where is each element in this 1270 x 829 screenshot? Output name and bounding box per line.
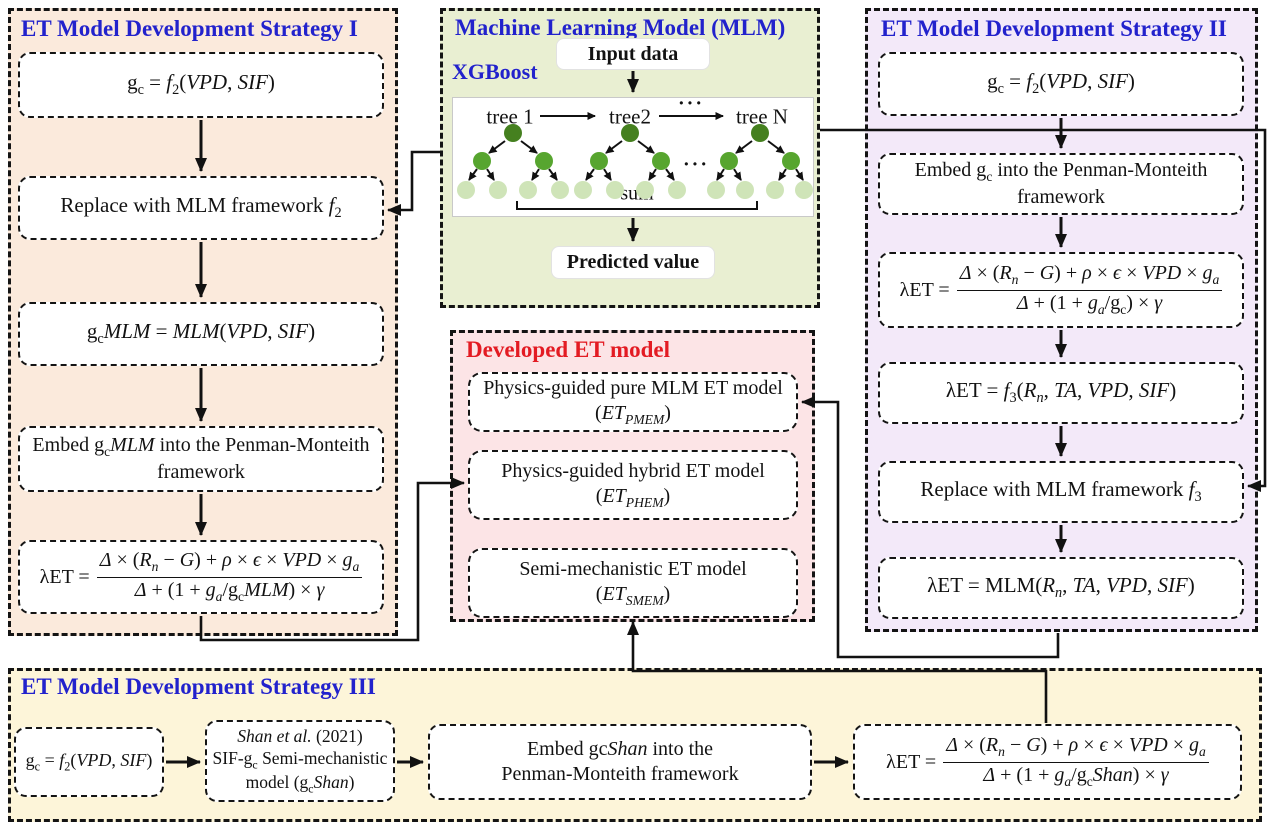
dev-box-pmem: Physics-guided pure MLM ET model (ETPMEM… bbox=[468, 372, 798, 432]
s3-shan-line3: model (gcShan) bbox=[245, 771, 355, 796]
s3-gc-equation-text: gc = f2(VPD, SIF) bbox=[25, 750, 153, 774]
dev-phem-line2: (ETPHEM) bbox=[595, 484, 671, 510]
mlm-tree1-label: tree 1 bbox=[486, 104, 534, 129]
s2-box-mlm-equation: λET = MLM(Rn, TA, VPD, SIF) bbox=[878, 557, 1244, 619]
s2-box-f3-equation: λET = f3(Rn, TA, VPD, SIF) bbox=[878, 362, 1244, 424]
dev-phem-line1: Physics-guided hybrid ET model bbox=[501, 459, 765, 482]
s1-box-embed-penman: Embed gcMLM into the Penman-Monteith fra… bbox=[18, 426, 384, 492]
mlm-predicted-value-box: Predicted value bbox=[551, 246, 715, 279]
s1-formula-denominator: Δ + (1 + ga/gcMLM) × γ bbox=[134, 578, 325, 604]
s2-replace-mlm-text: Replace with MLM framework f3 bbox=[920, 477, 1202, 506]
dev-smem-line1: Semi-mechanistic ET model bbox=[519, 557, 747, 580]
s3-shan-line2: SIF-gc Semi-mechanistic bbox=[212, 747, 388, 772]
s1-gc-equation-text: gc = f2(VPD, SIF) bbox=[127, 70, 275, 99]
s3-formula-denominator: Δ + (1 + ga/gcShan) × γ bbox=[983, 763, 1169, 789]
s2-gc-equation-text: gc = f2(VPD, SIF) bbox=[987, 69, 1135, 98]
dev-pmem-line1: Physics-guided pure MLM ET model bbox=[483, 376, 783, 399]
mlm-predicted-value-label: Predicted value bbox=[566, 251, 700, 273]
s1-formula-numerator: Δ × (Rn − G) + ρ × ϵ × VPD × ga bbox=[96, 549, 363, 578]
mlm-title: Machine Learning Model (MLM) bbox=[455, 15, 786, 40]
s2-box-penman-formula: λET = Δ × (Rn − G) + ρ × ϵ × VPD × ga Δ … bbox=[878, 252, 1244, 328]
s1-embed-line2: framework bbox=[157, 461, 245, 484]
s3-embed-line2: Penman-Monteith framework bbox=[501, 763, 739, 785]
s1-box-gcmlm-equation: gcMLM = MLM(VPD, SIF) bbox=[18, 302, 384, 366]
mlm-sum-label: sum bbox=[620, 182, 654, 205]
s2-embed-line1: Embed gc into the Penman-Monteith bbox=[914, 158, 1208, 184]
s3-box-gc-equation: gc = f2(VPD, SIF) bbox=[14, 727, 164, 797]
mlm-input-data-label: Input data bbox=[587, 42, 679, 65]
s2-formula-denominator: Δ + (1 + ga/gc) × γ bbox=[1016, 291, 1163, 317]
s1-gcmlm-equation-text: gcMLM = MLM(VPD, SIF) bbox=[86, 319, 316, 348]
mlm-ellipsis-top: ··· bbox=[677, 92, 705, 115]
s3-penman-formula: λET = Δ × (Rn − G) + ρ × ϵ × VPD × ga Δ … bbox=[886, 734, 1209, 789]
dev-smem-line2: (ETSMEM) bbox=[595, 582, 671, 608]
s3-formula-lhs: λET = bbox=[886, 750, 937, 773]
s2-embed-line2: framework bbox=[1017, 186, 1105, 209]
s2-box-replace-mlm: Replace with MLM framework f3 bbox=[878, 461, 1244, 523]
strategy-1-title: ET Model Development Strategy I bbox=[21, 16, 358, 41]
mlm-tree2-label: tree2 bbox=[609, 104, 651, 129]
s2-mlm-equation-text: λET = MLM(Rn, TA, VPD, SIF) bbox=[927, 573, 1195, 602]
s1-box-penman-formula: λET = Δ × (Rn − G) + ρ × ϵ × VPD × ga Δ … bbox=[18, 540, 384, 614]
s3-box-embed-penman: Embed gcShan into the Penman-Monteith fr… bbox=[428, 724, 812, 800]
s1-box-gc-equation: gc = f2(VPD, SIF) bbox=[18, 52, 384, 118]
s3-box-shan-model: Shan et al. (2021) SIF-gc Semi-mechanist… bbox=[205, 720, 395, 802]
s1-box-replace-mlm: Replace with MLM framework f2 bbox=[18, 176, 384, 240]
s3-box-penman-formula: λET = Δ × (Rn − G) + ρ × ϵ × VPD × ga Δ … bbox=[853, 724, 1242, 800]
s2-box-gc-equation: gc = f2(VPD, SIF) bbox=[878, 52, 1244, 116]
strategy-2-title: ET Model Development Strategy II bbox=[881, 16, 1227, 41]
s1-penman-formula: λET = Δ × (Rn − G) + ρ × ϵ × VPD × ga Δ … bbox=[40, 549, 363, 604]
s1-formula-fraction: Δ × (Rn − G) + ρ × ϵ × VPD × ga Δ + (1 +… bbox=[96, 549, 363, 604]
s3-formula-fraction: Δ × (Rn − G) + ρ × ϵ × VPD × ga Δ + (1 +… bbox=[943, 734, 1209, 789]
s2-penman-formula: λET = Δ × (Rn − G) + ρ × ϵ × VPD × ga Δ … bbox=[900, 262, 1223, 317]
dev-box-smem: Semi-mechanistic ET model (ETSMEM) bbox=[468, 548, 798, 618]
dev-box-phem: Physics-guided hybrid ET model (ETPHEM) bbox=[468, 450, 798, 520]
s2-formula-lhs: λET = bbox=[899, 278, 950, 301]
mlm-algorithm-label: XGBoost bbox=[452, 59, 538, 84]
s1-embed-line1: Embed gcMLM into the Penman-Monteith bbox=[32, 433, 370, 459]
dev-pmem-line2: (ETPMEM) bbox=[595, 401, 671, 427]
mlm-treeN-label: tree N bbox=[736, 104, 788, 129]
mlm-ellipsis-mid: ··· bbox=[682, 153, 710, 176]
s3-shan-line1: Shan et al. (2021) bbox=[237, 725, 363, 746]
strategy-3-title: ET Model Development Strategy III bbox=[21, 674, 376, 699]
s3-embed-line1: Embed gcShan into the bbox=[526, 738, 714, 760]
developed-title: Developed ET model bbox=[466, 337, 671, 362]
s3-formula-numerator: Δ × (Rn − G) + ρ × ϵ × VPD × ga bbox=[943, 734, 1209, 763]
s2-formula-fraction: Δ × (Rn − G) + ρ × ϵ × VPD × ga Δ + (1 +… bbox=[956, 262, 1223, 317]
s1-formula-lhs: λET = bbox=[39, 565, 90, 588]
s2-f3-equation-text: λET = f3(Rn, TA, VPD, SIF) bbox=[945, 378, 1177, 407]
s2-box-embed-penman: Embed gc into the Penman-Monteith framew… bbox=[878, 153, 1244, 215]
mlm-input-data-box: Input data bbox=[556, 38, 710, 70]
s1-replace-mlm-text: Replace with MLM framework f2 bbox=[60, 193, 342, 222]
s2-formula-numerator: Δ × (Rn − G) + ρ × ϵ × VPD × ga bbox=[956, 262, 1223, 291]
